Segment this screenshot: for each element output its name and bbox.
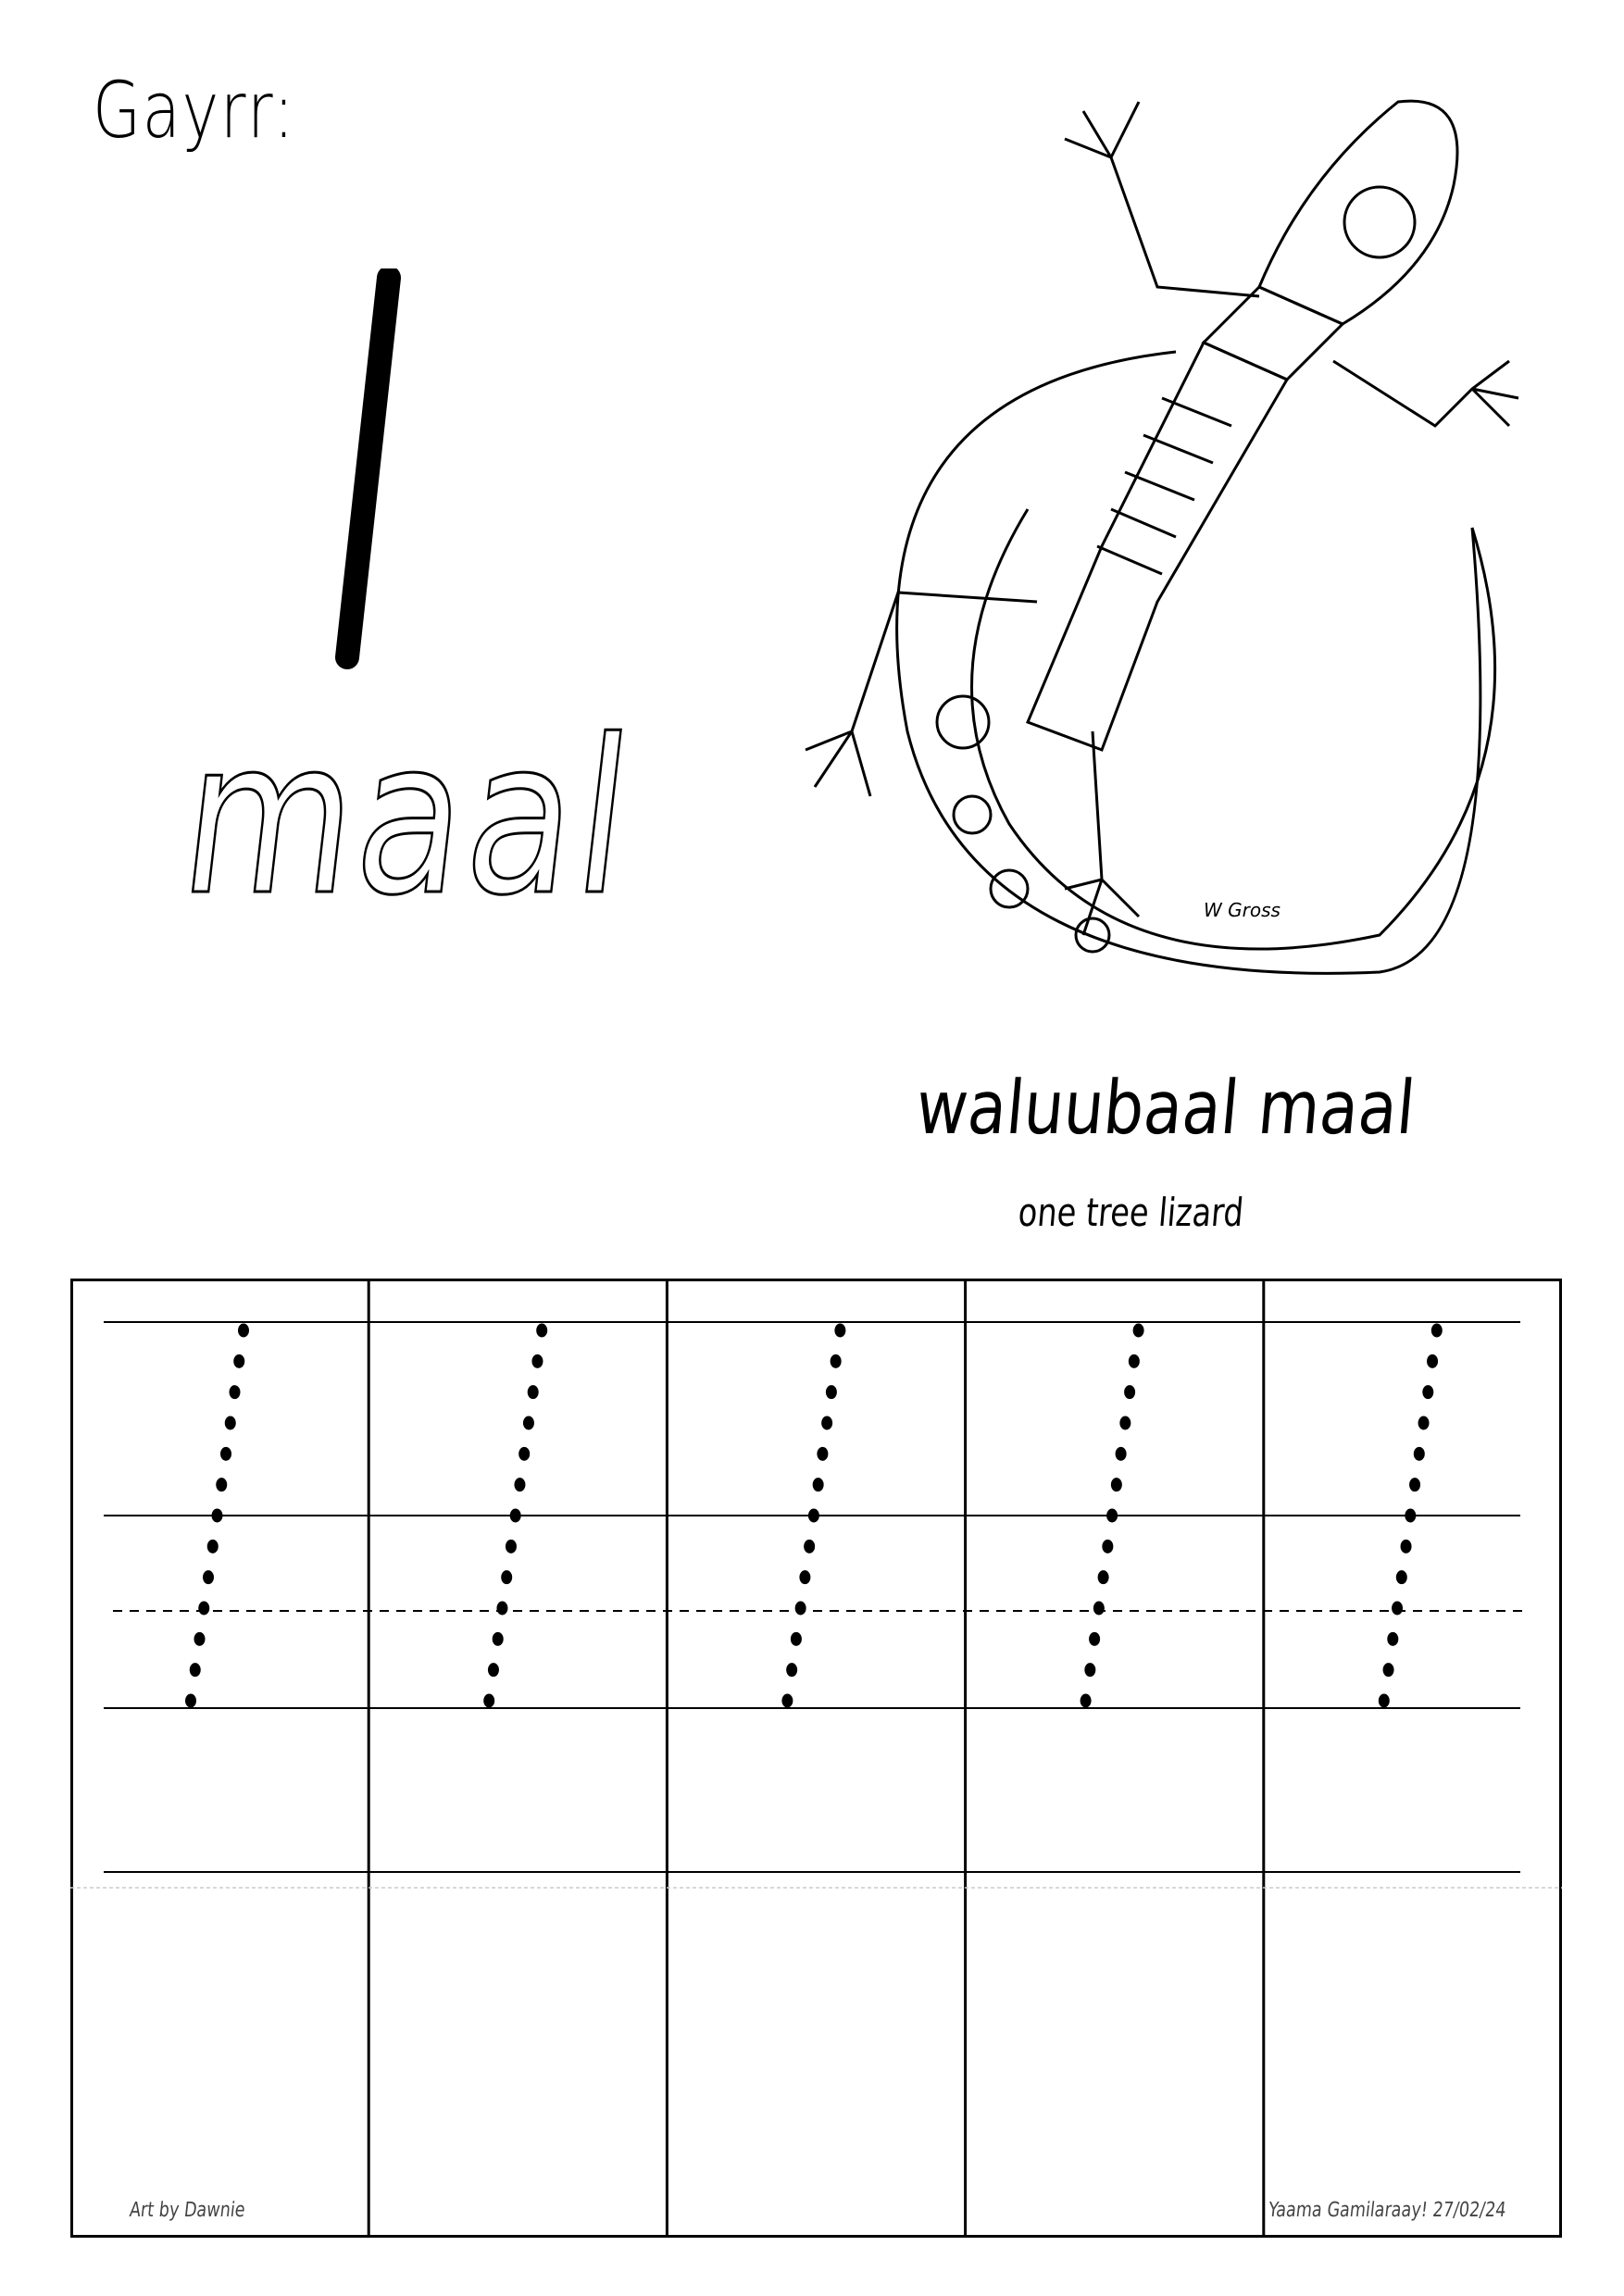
trace-dot <box>807 1508 819 1523</box>
trace-dot <box>834 1323 846 1338</box>
trace-dot <box>522 1416 534 1430</box>
trace-dot <box>1124 1385 1136 1400</box>
trace-dot <box>1110 1478 1122 1492</box>
trace-dot <box>1128 1354 1140 1368</box>
trace-dot <box>804 1539 816 1554</box>
trace-dot <box>531 1354 543 1368</box>
trace-dot <box>1106 1508 1118 1523</box>
trace-dot <box>211 1508 223 1523</box>
trace-dot <box>1427 1354 1439 1368</box>
trace-dot <box>501 1570 513 1585</box>
artist-signature: W Gross <box>1204 899 1280 921</box>
trace-dot <box>799 1570 811 1585</box>
trace-dot <box>185 1693 196 1708</box>
trace-dot <box>505 1539 517 1554</box>
trace-dot <box>790 1631 802 1646</box>
trace-dot <box>1413 1446 1425 1461</box>
trace-dot <box>536 1323 548 1338</box>
trace-dot <box>514 1478 526 1492</box>
trace-dot <box>206 1539 219 1554</box>
trace-dot <box>220 1446 231 1461</box>
trace-dot <box>527 1385 539 1400</box>
trace-dot <box>229 1385 241 1400</box>
trace-dot <box>1102 1539 1114 1554</box>
lizard-illustration: W Gross <box>805 99 1519 975</box>
trace-dot <box>492 1631 504 1646</box>
trace-dot <box>224 1416 236 1430</box>
heading: Gayrr: <box>93 65 296 156</box>
large-letter-l <box>335 268 401 669</box>
trace-dot <box>1387 1631 1399 1646</box>
trace-dot <box>194 1631 206 1646</box>
trace-dot <box>1430 1323 1443 1338</box>
footer-tagline: Yaama Gamilaraay! 27/02/24 <box>1267 2199 1507 2222</box>
trace-dot <box>203 1570 214 1585</box>
trace-dot <box>1084 1663 1096 1678</box>
trace-dot <box>1089 1631 1101 1646</box>
trace-dot <box>1418 1416 1430 1430</box>
trace-dot <box>1382 1663 1394 1678</box>
trace-dot <box>496 1601 508 1616</box>
trace-dot <box>1409 1478 1421 1492</box>
trace-dot <box>238 1323 249 1338</box>
trace-dot <box>1080 1693 1092 1708</box>
trace-dot <box>216 1478 228 1492</box>
trace-dot <box>233 1354 245 1368</box>
trace-dot <box>1392 1601 1404 1616</box>
trace-dot <box>817 1446 829 1461</box>
trace-dot <box>1097 1570 1109 1585</box>
trace-dot <box>1115 1446 1127 1461</box>
trace-dot <box>830 1354 842 1368</box>
trace-dot <box>794 1601 806 1616</box>
trace-dot <box>198 1601 210 1616</box>
trace-dot <box>1119 1416 1131 1430</box>
trace-dot <box>1422 1385 1434 1400</box>
trace-dot <box>781 1693 793 1708</box>
trace-dot <box>786 1663 798 1678</box>
trace-dot <box>821 1416 833 1430</box>
trace-dot <box>1132 1323 1144 1338</box>
trace-dot <box>1395 1570 1407 1585</box>
trace-dot <box>189 1663 201 1678</box>
trace-dot <box>825 1385 837 1400</box>
trace-dot <box>483 1693 495 1708</box>
trace-dot <box>1405 1508 1417 1523</box>
trace-dot <box>1400 1539 1412 1554</box>
trace-dot <box>812 1478 824 1492</box>
trace-dot <box>1093 1601 1105 1616</box>
trace-dot <box>1378 1693 1390 1708</box>
art-credit: Art by Dawnie <box>128 2199 246 2222</box>
trace-dot <box>518 1446 531 1461</box>
trace-dot <box>487 1663 499 1678</box>
trace-dot <box>509 1508 521 1523</box>
practice-grid <box>70 1279 1562 2238</box>
